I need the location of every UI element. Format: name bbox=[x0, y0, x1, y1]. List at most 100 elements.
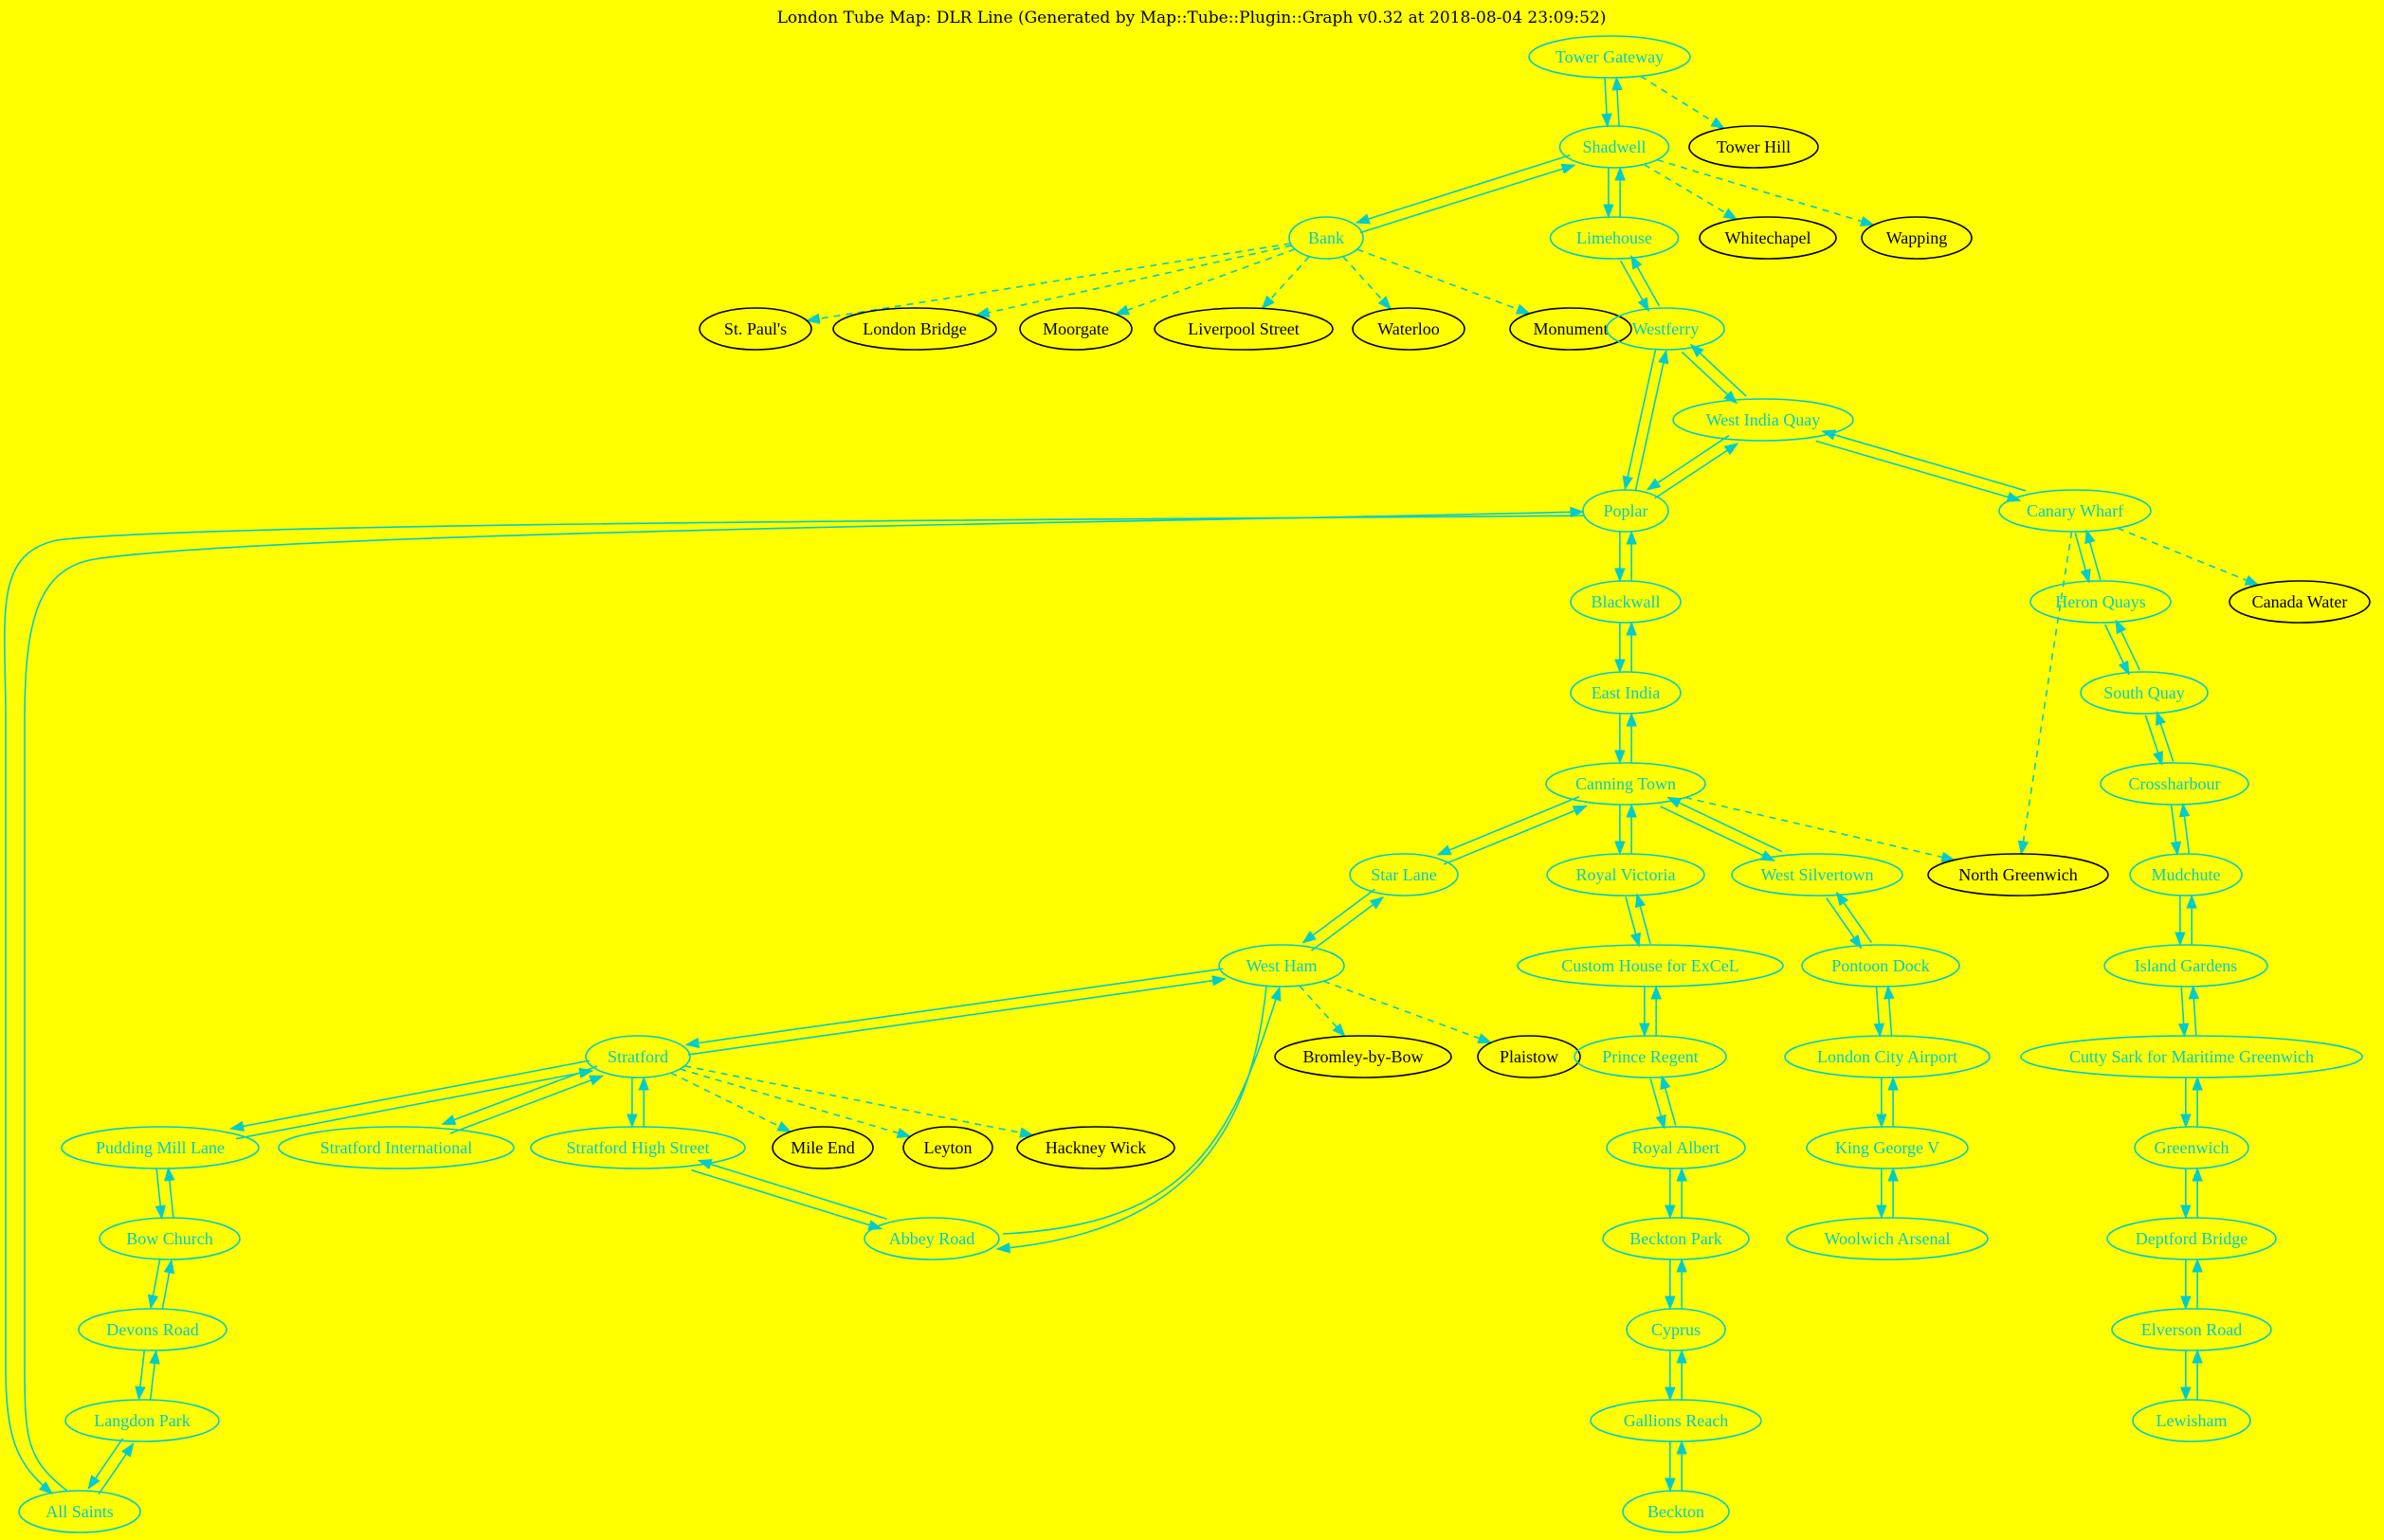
station-label: Plaistow bbox=[1500, 1047, 1558, 1066]
edge-poplar-to-all-saints bbox=[4, 515, 1586, 1495]
station-label: Stratford High Street bbox=[567, 1138, 710, 1157]
station-node-tower-gateway: Tower Gateway bbox=[1528, 35, 1691, 79]
station-label: London City Airport bbox=[1817, 1047, 1957, 1066]
station-node-prince-regent: Prince Regent bbox=[1574, 1035, 1727, 1078]
edge-west-india-quay-to-canary-wharf bbox=[1815, 440, 2021, 501]
edge-south-quay-to-heron-quays-arrowhead bbox=[2115, 619, 2127, 635]
station-label: London Bridge bbox=[863, 319, 967, 338]
station-node-royal-victoria: Royal Victoria bbox=[1546, 853, 1705, 897]
station-node-leyton: Leyton bbox=[902, 1126, 993, 1169]
edge-beckton-to-gallions-reach-arrowhead bbox=[1676, 1440, 1687, 1455]
edge-abbey-road-to-stratford-high-street bbox=[698, 1159, 887, 1221]
station-label: Blackwall bbox=[1592, 592, 1661, 611]
station-node-island-gardens: Island Gardens bbox=[2103, 944, 2268, 987]
edge-mudchute-to-island-gardens-arrowhead bbox=[2175, 932, 2186, 947]
edge-crossharbour-to-south-quay-arrowhead bbox=[2156, 710, 2166, 726]
edge-beckton-park-to-royal-albert-arrowhead bbox=[1676, 1167, 1687, 1182]
edge-elverson-road-to-deptford-bridge-arrowhead bbox=[2192, 1258, 2203, 1273]
station-label: Cutty Sark for Maritime Greenwich bbox=[2069, 1047, 2314, 1066]
station-ellipse bbox=[864, 1217, 1000, 1260]
edge-bank-to-london-bridge bbox=[975, 245, 1292, 317]
diagram-title: London Tube Map: DLR Line (Generated by … bbox=[777, 9, 1607, 27]
edge-stratford-high-street-to-abbey-road bbox=[691, 1169, 883, 1230]
edge-cutty-sark-to-island-gardens-arrowhead bbox=[2188, 985, 2200, 1000]
station-ellipse bbox=[1582, 489, 1669, 533]
edge-poplar-to-west-india-quay-arrowhead bbox=[1723, 443, 1739, 456]
edge-stratford-to-leyton-arrowhead bbox=[896, 1128, 912, 1139]
edge-stratford-to-stratford-international-arrowhead bbox=[441, 1114, 457, 1125]
station-node-all-saints: All Saints bbox=[18, 1490, 141, 1533]
station-ellipse bbox=[902, 1126, 993, 1169]
edge-langdon-park-to-all-saints-arrowhead bbox=[87, 1475, 100, 1490]
station-node-bromley-by-bow: Bromley-by-Bow bbox=[1274, 1035, 1452, 1078]
edge-custom-house-to-prince-regent-arrowhead bbox=[1639, 1023, 1650, 1038]
station-node-stratford: Stratford bbox=[585, 1035, 691, 1078]
station-node-greenwich: Greenwich bbox=[2134, 1126, 2249, 1169]
edge-bank-to-waterloo-arrowhead bbox=[1377, 296, 1392, 311]
station-label: Liverpool Street bbox=[1188, 319, 1299, 338]
station-label: Wapping bbox=[1886, 228, 1948, 247]
station-ellipse bbox=[1786, 1217, 1989, 1260]
station-ellipse bbox=[1517, 944, 1784, 987]
station-node-shadwell: Shadwell bbox=[1558, 125, 1670, 169]
station-node-whitechapel: Whitechapel bbox=[1699, 216, 1837, 260]
station-node-canary-wharf: Canary Wharf bbox=[1998, 489, 2152, 533]
edge-poplar-to-westferry-arrowhead bbox=[1658, 349, 1669, 365]
edge-westferry-to-poplar bbox=[1624, 348, 1657, 490]
station-node-south-quay: South Quay bbox=[2080, 671, 2209, 715]
edges-layer bbox=[4, 75, 2260, 1495]
station-ellipse bbox=[1545, 762, 1706, 806]
edge-deptford-bridge-to-greenwich-arrowhead bbox=[2192, 1167, 2203, 1182]
edge-bank-to-monument-arrowhead bbox=[1515, 303, 1531, 315]
edge-stratford-international-to-stratford-arrowhead bbox=[589, 1075, 605, 1086]
station-label: Custom House for ExCeL bbox=[1561, 956, 1738, 975]
station-label: Stratford International bbox=[320, 1138, 472, 1157]
edge-elverson-road-to-lewisham-arrowhead bbox=[2180, 1386, 2192, 1402]
station-node-poplar: Poplar bbox=[1582, 489, 1669, 533]
station-node-canada-water: Canada Water bbox=[2229, 580, 2371, 624]
station-node-east-india: East India bbox=[1570, 671, 1682, 715]
station-node-westferry: Westferry bbox=[1606, 307, 1725, 351]
edge-stratford-to-mile-end bbox=[670, 1072, 792, 1132]
edge-pontoon-dock-to-west-silvertown-arrowhead bbox=[1835, 891, 1849, 907]
edge-stratford-high-street-to-abbey-road-arrowhead bbox=[867, 1220, 883, 1231]
edge-canning-town-to-star-lane-arrowhead bbox=[1436, 844, 1452, 856]
station-node-star-lane: Star Lane bbox=[1349, 853, 1459, 897]
station-label: Beckton Park bbox=[1629, 1229, 1721, 1248]
edge-bank-to-monument bbox=[1356, 248, 1530, 315]
station-label: Canada Water bbox=[2252, 592, 2348, 611]
station-label: South Quay bbox=[2103, 683, 2185, 702]
station-label: Pudding Mill Lane bbox=[96, 1138, 225, 1157]
edge-west-ham-to-stratford bbox=[685, 968, 1224, 1046]
station-node-woolwich-arsenal: Woolwich Arsenal bbox=[1786, 1217, 1989, 1260]
edge-west-ham-to-plaistow bbox=[1323, 980, 1492, 1044]
station-label: Deptford Bridge bbox=[2136, 1229, 2248, 1248]
edge-west-india-quay-to-poplar bbox=[1647, 434, 1730, 491]
edge-bank-to-liverpool-street-arrowhead bbox=[1261, 295, 1275, 310]
station-label: Beckton bbox=[1647, 1502, 1704, 1521]
station-label: Canary Wharf bbox=[2027, 501, 2123, 520]
edge-bow-church-to-devons-road-arrowhead bbox=[147, 1294, 159, 1310]
edge-london-city-airport-to-king-george-v-arrowhead bbox=[1876, 1114, 1887, 1129]
station-ellipse bbox=[2132, 1399, 2251, 1442]
edge-shadwell-to-wapping bbox=[1656, 158, 1874, 226]
edge-bow-church-to-pudding-mill-lane-arrowhead bbox=[164, 1167, 175, 1182]
edge-stratford-to-pudding-mill-lane bbox=[230, 1060, 591, 1130]
edge-deptford-bridge-to-elverson-road-arrowhead bbox=[2180, 1295, 2192, 1311]
station-label: Pontoon Dock bbox=[1831, 956, 1930, 975]
station-label: Greenwich bbox=[2155, 1138, 2229, 1157]
station-node-moorgate: Moorgate bbox=[1019, 307, 1133, 351]
station-label: Woolwich Arsenal bbox=[1824, 1229, 1950, 1248]
station-ellipse bbox=[78, 1308, 227, 1351]
station-ellipse bbox=[1801, 944, 1960, 987]
edge-all-saints-to-langdon-park-arrowhead bbox=[121, 1442, 135, 1458]
station-node-plaistow: Plaistow bbox=[1477, 1035, 1581, 1078]
station-node-bow-church: Bow Church bbox=[99, 1217, 241, 1260]
station-ellipse bbox=[2080, 671, 2209, 715]
edge-lewisham-to-elverson-road-arrowhead bbox=[2192, 1349, 2203, 1364]
edge-stratford-to-pudding-mill-lane-arrowhead bbox=[229, 1120, 245, 1132]
station-ellipse bbox=[1558, 125, 1670, 169]
edge-royal-albert-to-prince-regent-arrowhead bbox=[1660, 1075, 1671, 1091]
